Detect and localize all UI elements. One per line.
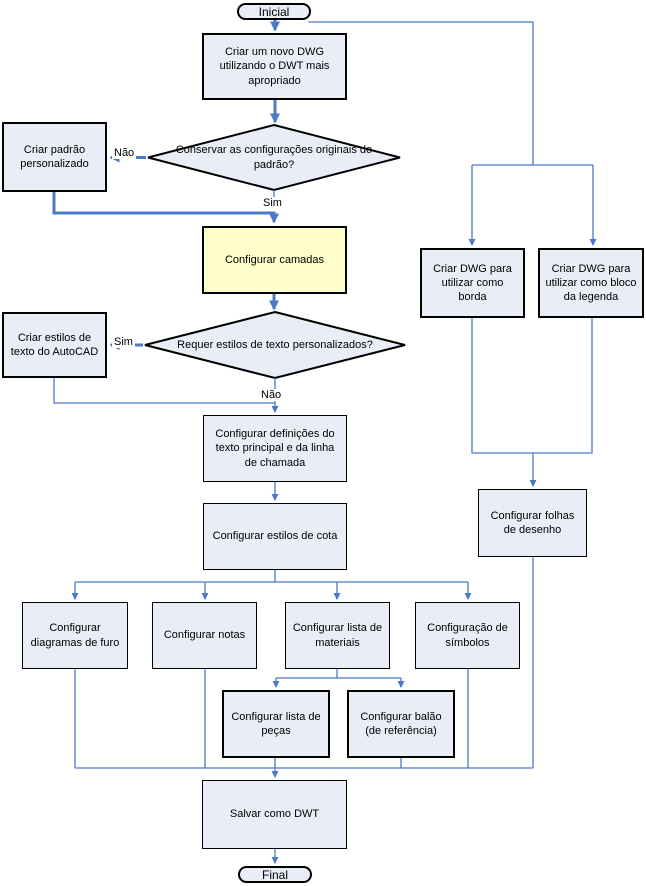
edge-label-no-2: Não <box>259 389 284 402</box>
node-autocad-text-styles: Criar estilos de texto do AutoCAD <box>2 312 107 378</box>
edge-label-yes-2: Sim <box>112 336 135 349</box>
edge-label-no-1: Não <box>112 147 137 160</box>
node-border-dwg: Criar DWG para utilizar como borda <box>420 248 525 318</box>
node-dimension-styles: Configurar estilos de cota <box>203 503 347 570</box>
node-custom-standard: Criar padrão personalizado <box>2 122 107 192</box>
node-text-definitions: Configurar definições do texto principal… <box>203 415 347 482</box>
node-save-dwt: Salvar como DWT <box>202 780 347 849</box>
node-parts-list: Configurar lista de peças <box>222 690 330 758</box>
node-hole-charts: Configurar diagramas de furo <box>22 602 128 669</box>
node-symbols: Configuração de símbolos <box>415 602 520 669</box>
start-terminal: Inicial <box>237 3 311 20</box>
node-balloon: Configurar balão (de referência) <box>347 690 455 758</box>
edge-label-yes-1: Sim <box>261 197 284 210</box>
node-notes: Configurar notas <box>152 602 257 669</box>
node-titleblock-dwg: Criar DWG para utilizar como bloco da le… <box>538 248 644 318</box>
end-terminal: Final <box>238 866 312 883</box>
node-new-dwg: Criar um novo DWG utilizando o DWT mais … <box>202 33 347 100</box>
decision-keep-defaults-text: Conservar as configurações originais do … <box>175 144 373 171</box>
node-bom: Configurar lista de materiais <box>285 602 390 669</box>
node-configure-layers: Configurar camadas <box>202 226 347 294</box>
decision-need-text-styles-text: Requer estilos de texto personalizados? <box>177 338 373 351</box>
node-drawing-sheets: Configurar folhas de desenho <box>478 489 587 557</box>
